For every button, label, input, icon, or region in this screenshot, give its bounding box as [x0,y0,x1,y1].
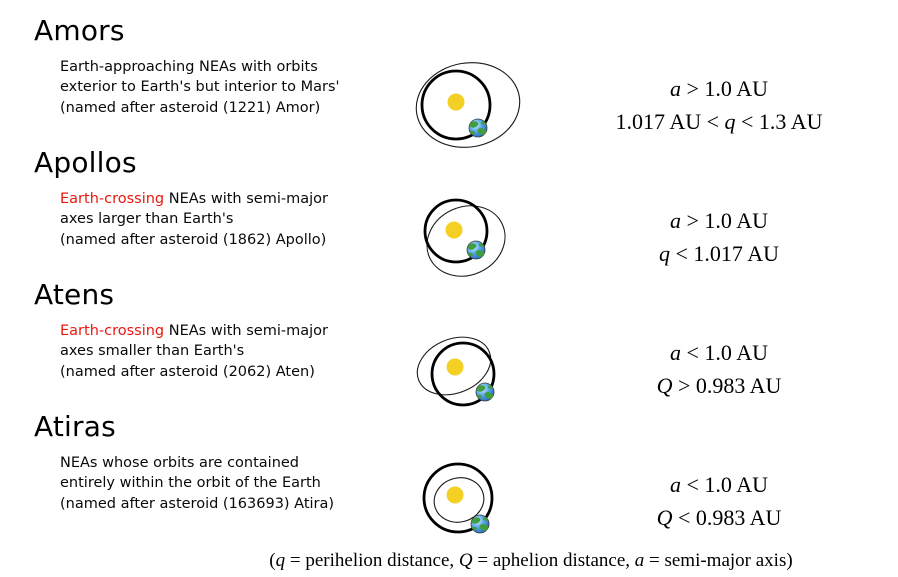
earth-icon [471,515,490,533]
desc-line3: (named after asteroid (163693) Atira) [60,495,335,512]
atens-formulas: a < 1.0 AU Q > 0.983 AU [554,336,884,402]
atens-text-block: Atens Earth-crossing NEAs with semi-majo… [34,278,898,382]
apollos-row: Apollos Earth-crossing NEAs with semi-ma… [34,146,898,277]
formula-line: Q < 0.983 AU [554,501,884,534]
atiras-row: Atiras NEAs whose orbits are contained e… [34,410,898,538]
formula-post: < 0.983 AU [672,505,782,530]
apollos-description: Earth-crossing NEAs with semi-major axes… [60,189,898,250]
desc-line2: entirely within the orbit of the Earth [60,475,321,492]
atens-row: Atens Earth-crossing NEAs with semi-majo… [34,278,898,407]
formula-line: a > 1.0 AU [554,72,884,105]
atens-description: Earth-crossing NEAs with semi-major axes… [60,321,898,382]
apollos-formulas: a > 1.0 AU q < 1.017 AU [554,204,884,270]
formula-line: a < 1.0 AU [554,336,884,369]
formula-var: q [659,241,671,266]
asteroid-orbit-ellipse [426,205,506,277]
highlight-text: Earth-crossing [60,191,165,207]
formula-var: Q [656,373,673,398]
highlight-text: Earth-crossing [60,323,165,339]
formula-var: Q [656,505,673,530]
atiras-text-block: Atiras NEAs whose orbits are contained e… [34,410,898,514]
apollos-text-block: Apollos Earth-crossing NEAs with semi-ma… [34,146,898,250]
desc-line2: exterior to Earth's but interior to Mars… [60,79,340,96]
desc-line1: NEAs whose orbits are contained [60,455,300,471]
formula-line: Q > 0.983 AU [554,369,884,402]
class-title-atens: Atens [34,278,115,311]
legend-part: = aphelion distance, [472,550,635,571]
sun-icon [446,358,464,376]
desc-line3: (named after asteroid (2062) Aten) [60,363,315,380]
legend-part: ( [269,550,276,571]
formula-post: < 1.3 AU [735,109,823,134]
sun-icon [447,93,465,111]
legend-part: = perihelion distance, [285,550,459,571]
formula-line: 1.017 AU < q < 1.3 AU [554,105,884,138]
asteroid-orbit-ellipse [433,477,485,523]
formula-var: q [724,109,736,134]
formula-line: a < 1.0 AU [554,468,884,501]
atens-orbit-diagram [406,318,528,424]
legend-footer: (q = perihelion distance, Q = aphelion d… [34,550,898,572]
sun-icon [446,486,464,504]
formula-post: < 1.0 AU [681,472,768,497]
desc-line3: (named after asteroid (1221) Amor) [60,99,321,116]
desc-line2: axes larger than Earth's [60,211,234,228]
formula-post: > 1.0 AU [681,76,768,101]
earth-icon [476,383,495,401]
amors-description: Earth-approaching NEAs with orbits exter… [60,57,898,118]
formula-post: < 1.0 AU [681,340,768,365]
atiras-description: NEAs whose orbits are contained entirely… [60,453,898,514]
earth-orbit-circle [420,69,492,141]
earth-orbit-circle [422,462,494,534]
formula-var: a [670,340,682,365]
asteroid-orbit-ellipse [415,62,521,148]
desc-line2: axes smaller than Earth's [60,343,245,360]
formula-post: < 1.017 AU [670,241,779,266]
class-title-amors: Amors [34,14,125,47]
formula-var: a [670,208,682,233]
atiras-orbit-diagram [406,450,528,556]
legend-part: = semi-major axis) [644,550,793,571]
desc-line1: NEAs with semi-major [164,191,328,207]
formula-var: a [670,472,682,497]
amors-formulas: a > 1.0 AU 1.017 AU < q < 1.3 AU [554,72,884,138]
sun-icon [445,221,463,239]
atiras-formulas: a < 1.0 AU Q < 0.983 AU [554,468,884,534]
class-title-apollos: Apollos [34,146,137,179]
earth-orbit-circle [430,341,496,407]
formula-pre: 1.017 AU < [615,109,725,134]
legend-var-q: q [275,550,286,571]
desc-line1: Earth-approaching NEAs with orbits [60,59,318,75]
legend-var-a: a [634,550,645,571]
amors-orbit-diagram [406,54,528,160]
asteroid-orbit-ellipse [416,336,492,396]
amors-text-block: Amors Earth-approaching NEAs with orbits… [34,14,898,118]
formula-line: a > 1.0 AU [554,204,884,237]
legend-var-Q: Q [458,550,473,571]
formula-post: > 0.983 AU [672,373,782,398]
apollos-orbit-diagram [406,186,528,292]
desc-line1: NEAs with semi-major [164,323,328,339]
desc-line3: (named after asteroid (1862) Apollo) [60,231,327,248]
formula-var: a [670,76,682,101]
class-title-atiras: Atiras [34,410,116,443]
earth-icon [469,119,488,137]
earth-icon [467,241,486,259]
formula-post: > 1.0 AU [681,208,768,233]
earth-orbit-circle [423,198,489,264]
formula-line: q < 1.017 AU [554,237,884,270]
amors-row: Amors Earth-approaching NEAs with orbits… [34,14,898,148]
